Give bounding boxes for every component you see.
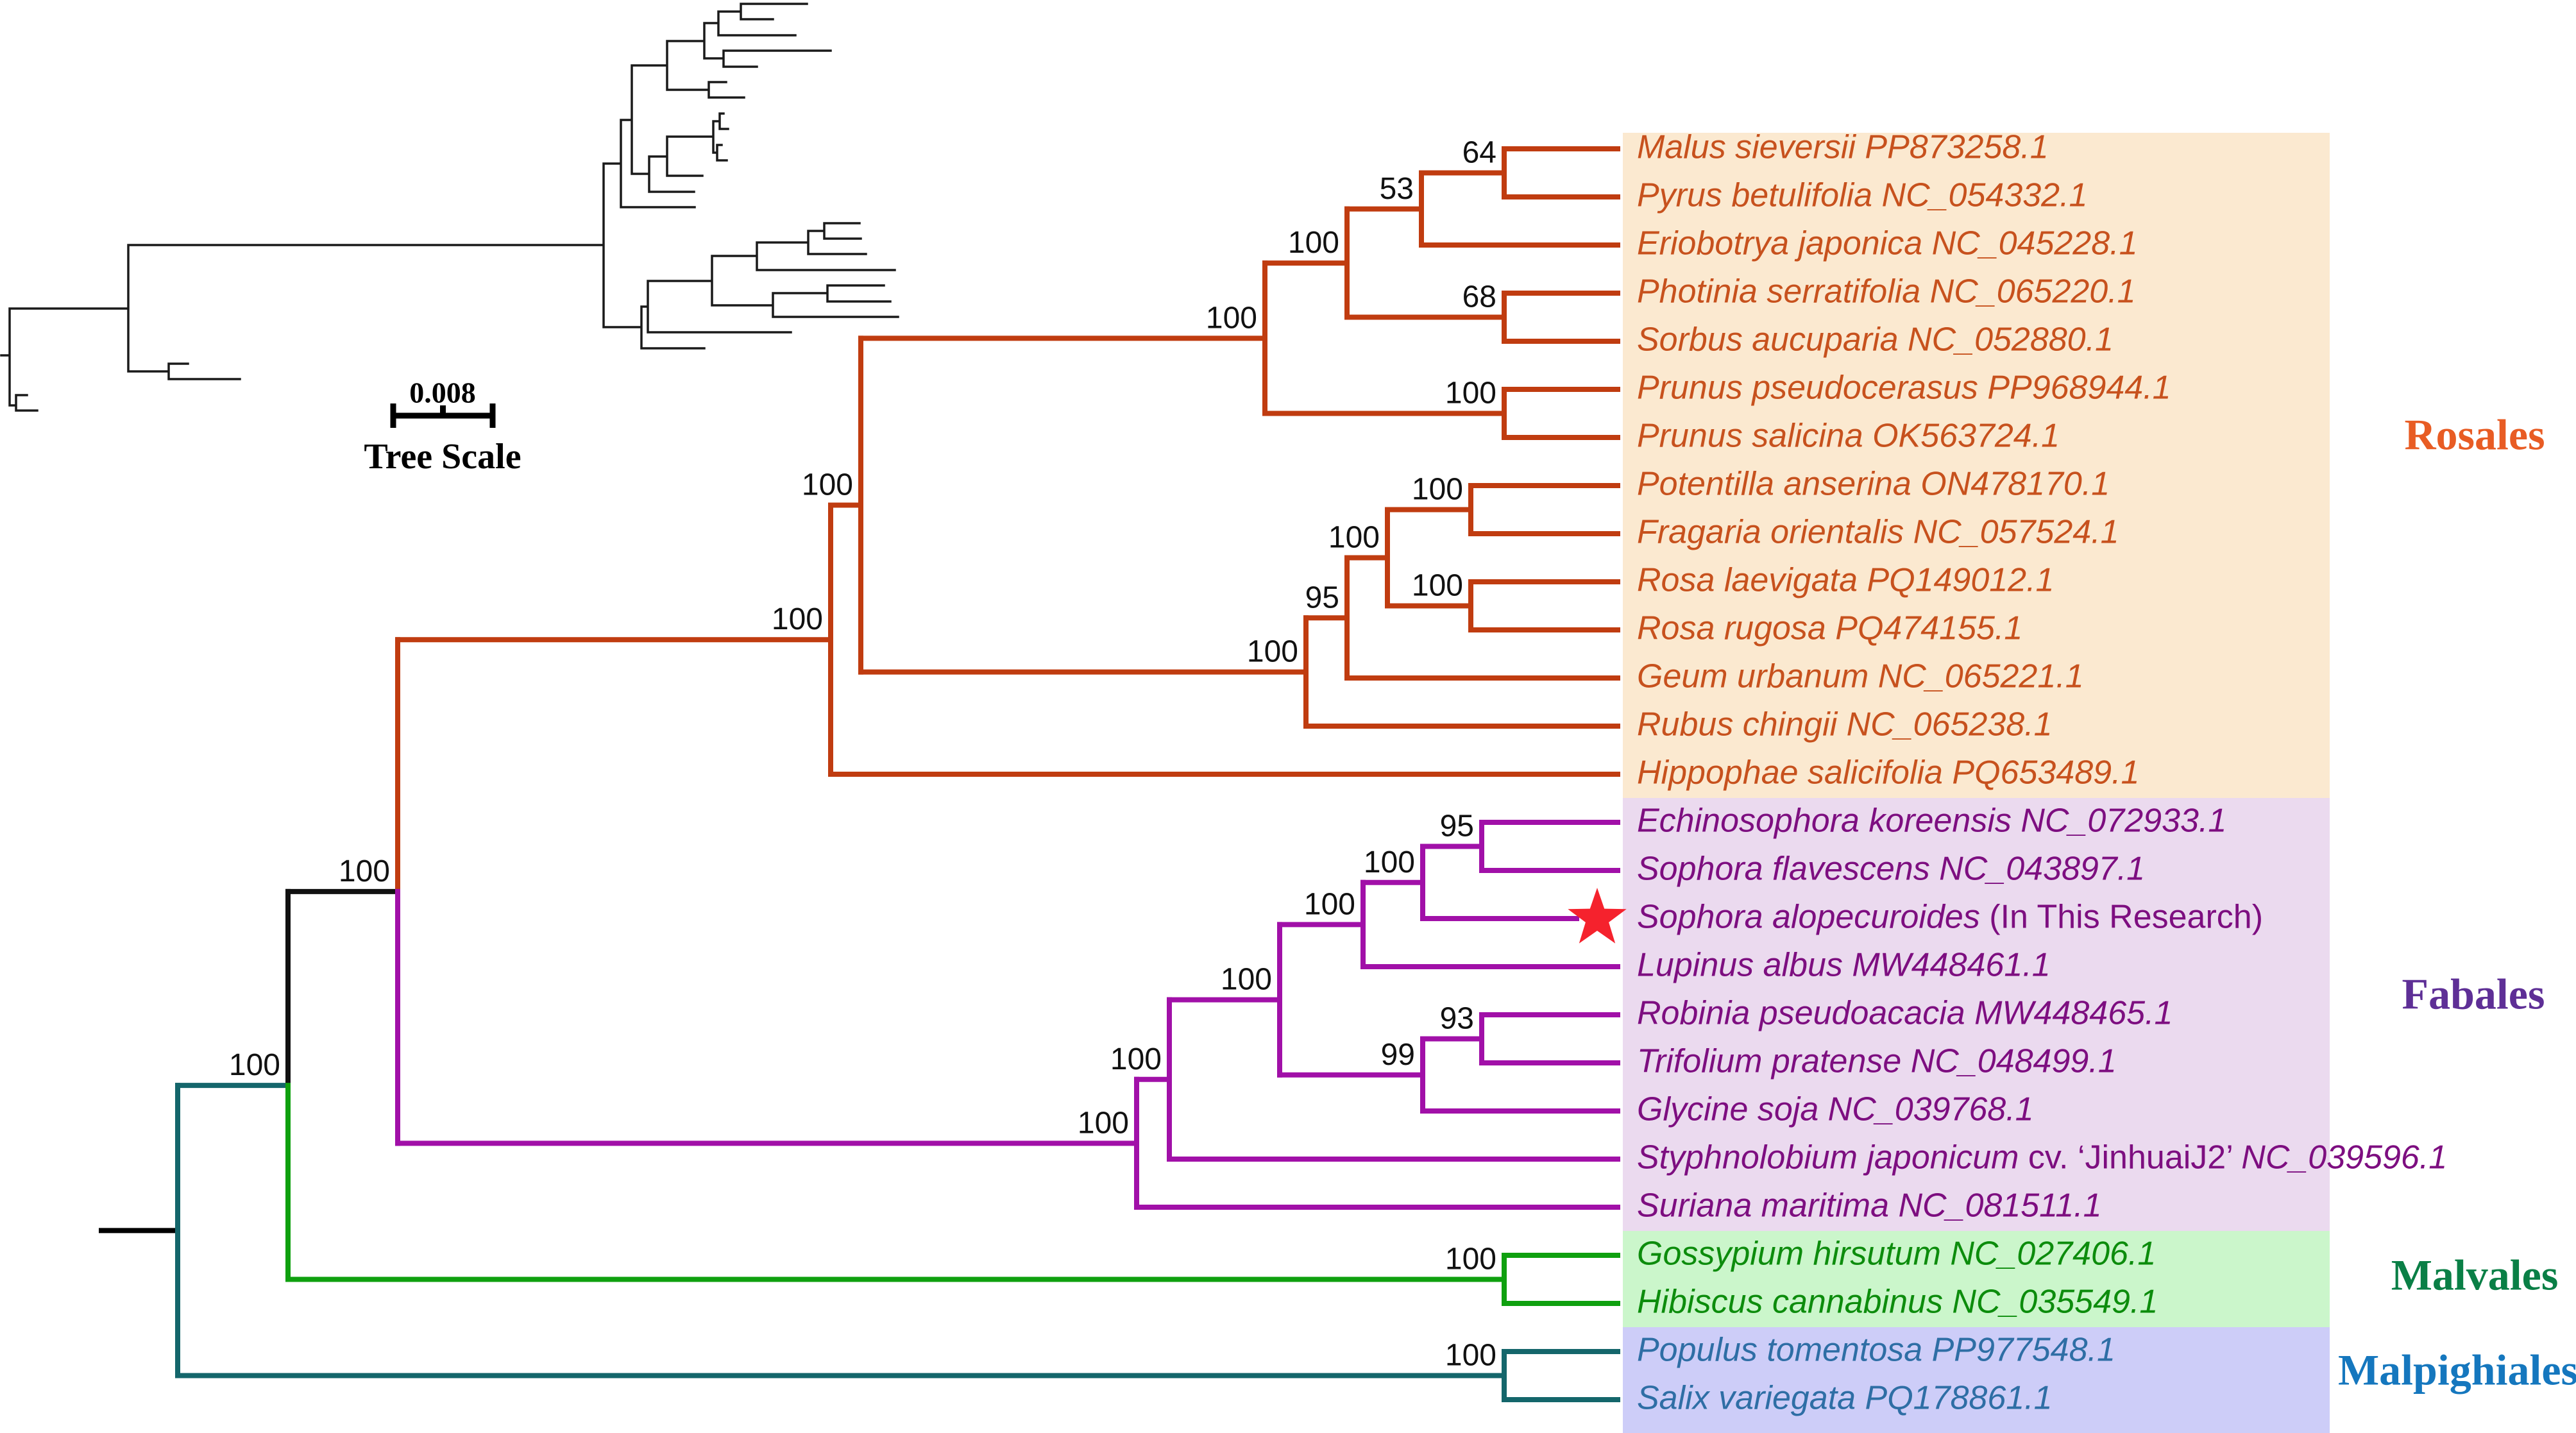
bootstrap-label: 100 (1412, 473, 1463, 507)
leaf-label: Rosa rugosa PQ474155.1 (1637, 609, 2023, 647)
bootstrap-label: 100 (229, 1048, 280, 1082)
leaf-label: Sophora alopecuroides (In This Research) (1637, 898, 2264, 936)
scalebar-value: 0.008 (409, 376, 476, 409)
clade-panel-malvales (1623, 1231, 2330, 1327)
leaf-label: Suriana maritima NC_081511.1 (1637, 1187, 2102, 1225)
leaf-label: Robinia pseudoacacia MW448465.1 (1637, 994, 2173, 1032)
leaf-label: Malus sieversii PP873258.1 (1637, 128, 2049, 166)
leaf-label: Sorbus aucuparia NC_052880.1 (1637, 321, 2114, 359)
bootstrap-label: 100 (1206, 301, 1257, 335)
leaf-label: Trifolium pratense NC_048499.1 (1637, 1042, 2117, 1080)
leaf-label: Populus tomentosa PP977548.1 (1637, 1331, 2115, 1369)
clade-title-rosales: Rosales (2404, 410, 2545, 459)
leaf-label: Prunus salicina OK563724.1 (1637, 417, 2060, 455)
leaf-label: Hibiscus cannabinus NC_035549.1 (1637, 1283, 2158, 1321)
leaf-label: Potentilla anserina ON478170.1 (1637, 465, 2110, 503)
inset-tree (0, 3, 899, 412)
bootstrap-label: 100 (1445, 1242, 1496, 1276)
scalebar-title: Tree Scale (364, 437, 521, 477)
bootstrap-label: 100 (1221, 963, 1272, 997)
leaf-label: Pyrus betulifolia NC_054332.1 (1637, 176, 2088, 214)
bootstrap-label: 100 (1445, 377, 1496, 411)
bootstrap-label: 100 (1288, 226, 1339, 260)
bootstrap-label: 93 (1440, 1002, 1474, 1036)
clade-panel-rosales (1623, 133, 2330, 798)
bootstrap-label: 95 (1305, 581, 1339, 615)
clade-panel-fabales (1623, 798, 2330, 1231)
leaf-label: Rosa laevigata PQ149012.1 (1637, 561, 2055, 599)
leaf-label: Glycine soja NC_039768.1 (1637, 1090, 2034, 1128)
highlight-star-icon (1568, 888, 1627, 944)
bootstrap-label: 100 (1445, 1339, 1496, 1373)
clade-panel-malpighiales (1623, 1327, 2330, 1433)
leaf-label: Gossypium hirsutum NC_027406.1 (1637, 1235, 2157, 1273)
bootstrap-label: 95 (1440, 810, 1474, 844)
leaf-label: Photinia serratifolia NC_065220.1 (1637, 273, 2136, 310)
leaf-label: Sophora flavescens NC_043897.1 (1637, 850, 2146, 888)
bootstrap-label: 100 (339, 854, 390, 888)
bootstrap-label: 64 (1462, 136, 1496, 170)
bootstrap-label: 100 (1304, 887, 1355, 921)
clade-title-malpighiales: Malpighiales (2337, 1345, 2576, 1395)
leaf-label: Eriobotrya japonica NC_045228.1 (1637, 225, 2138, 262)
scalebar (390, 403, 496, 428)
bootstrap-label: 100 (772, 602, 823, 636)
clade-title-malvales: Malvales (2391, 1250, 2559, 1300)
leaf-label: Hippophae salicifolia PQ653489.1 (1637, 754, 2140, 792)
bootstrap-label: 100 (1110, 1042, 1162, 1076)
leaf-label: Prunus pseudocerasus PP968944.1 (1637, 369, 2171, 407)
leaf-label: Styphnolobium japonicum cv. ‘JinhuaiJ2’ … (1637, 1139, 2448, 1176)
leaf-label: Lupinus albus MW448461.1 (1637, 946, 2051, 984)
bootstrap-label: 99 (1381, 1038, 1415, 1072)
bootstrap-label: 68 (1462, 280, 1496, 314)
tree-branches (99, 146, 1620, 1402)
bootstrap-label: 100 (1412, 569, 1463, 603)
leaf-label: Fragaria orientalis NC_057524.1 (1637, 513, 2119, 551)
leaf-label: Rubus chingii NC_065238.1 (1637, 706, 2053, 743)
bootstrap-label: 100 (1247, 635, 1298, 669)
bootstrap-label: 100 (802, 468, 853, 502)
leaf-label: Salix variegata PQ178861.1 (1637, 1379, 2053, 1417)
bootstrap-label: 100 (1078, 1106, 1129, 1140)
clade-title-fabales: Fabales (2402, 969, 2545, 1019)
bootstrap-label: 100 (1364, 845, 1415, 879)
bootstrap-label: 100 (1328, 521, 1380, 555)
bootstrap-label: 53 (1380, 172, 1414, 206)
leaf-label: Echinosophora koreensis NC_072933.1 (1637, 802, 2227, 840)
leaf-label: Geum urbanum NC_065221.1 (1637, 657, 2084, 695)
